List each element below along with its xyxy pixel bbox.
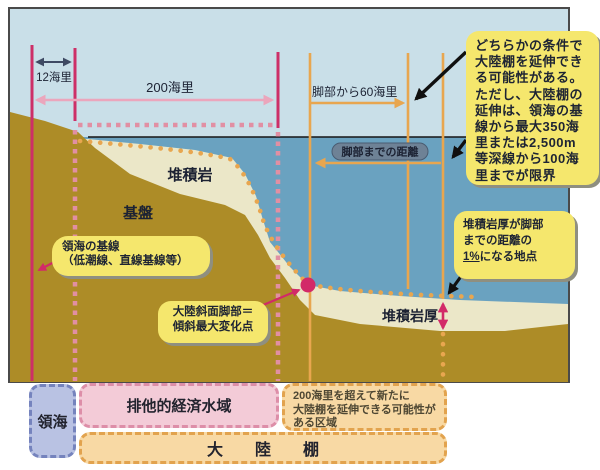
note-line: 領海の基線 — [62, 241, 120, 253]
beyond-200-line: ある区域 — [293, 417, 337, 429]
foot-of-slope-dot — [300, 277, 316, 293]
note-line: までの距離の — [463, 235, 532, 247]
note-line: 等深線から100海 — [475, 151, 580, 167]
beyond-200-line: 大陸棚を延伸できる可能性が — [293, 403, 436, 416]
one-percent-point-note: 堆積岩厚が脚部 までの距離の 1%になる地点 — [454, 211, 575, 279]
beyond-200-line: 200海里を超えて新たに — [293, 390, 410, 402]
eez-box: 排他的経済水域 — [79, 383, 279, 428]
note-line: 1%になる地点 — [463, 249, 575, 265]
note-line: （低潮線、直線基線等） — [62, 255, 189, 267]
bathymetry-dotted-line — [77, 138, 483, 300]
foot-distance-badge — [331, 142, 429, 161]
beyond-200-mile-box: 200海里を超えて新たに 大陸棚を延伸できる可能性が ある区域 — [282, 383, 447, 431]
sixty-mile-label: 脚部から60海里 — [312, 84, 397, 99]
note-line: 延伸は、領海の基 — [475, 102, 584, 118]
eez-label: 排他的経済水域 — [126, 398, 232, 415]
note-line: 里までが限界 — [475, 167, 557, 183]
note-line: ただし、大陸棚の — [475, 86, 584, 102]
twelve-mile-label: 12海里 — [36, 70, 72, 84]
continental-shelf-box: 大 陸 棚 — [79, 432, 447, 464]
territorial-sea-box: 領海 — [29, 384, 76, 458]
note-line: 大陸棚を延伸でき — [475, 54, 584, 70]
continental-shelf-label: 大 陸 棚 — [206, 442, 319, 459]
note-line: 線から最大350海 — [475, 119, 580, 135]
sediment-thickness-label: 堆積岩厚 — [382, 308, 438, 324]
territorial-sea-label: 領海 — [37, 413, 68, 431]
note-line: どちらかの条件で — [475, 38, 584, 53]
sedimentary-rock-label: 堆積岩 — [167, 166, 212, 184]
one-percent-rest: になる地点 — [479, 251, 538, 263]
foot-distance-badge-label: 脚部までの距離 — [342, 145, 419, 159]
big-note-arrow-lower — [451, 138, 468, 159]
big-note-arrow-upper — [414, 50, 468, 101]
two-hundred-mile-label: 200海里 — [146, 80, 194, 95]
one-percent-underlined: 1% — [463, 251, 480, 263]
note-line: る可能性がある。 — [475, 70, 584, 86]
note-line: 里または2,500m — [475, 135, 577, 151]
basement-label: 基盤 — [122, 204, 154, 222]
one-percent-note-arrow — [447, 274, 464, 295]
note-line: 堆積岩厚が脚部 — [463, 219, 544, 231]
basement-layer — [10, 112, 568, 382]
note-line: 傾斜最大変化点 — [172, 321, 254, 333]
extension-conditions-note: どちらかの条件で 大陸棚を延伸でき る可能性がある。 ただし、大陸棚の 延伸は、… — [466, 31, 599, 185]
note-line: 大陸斜面脚部＝ — [172, 306, 254, 318]
territorial-baseline-note: 領海の基線 （低潮線、直線基線等） — [52, 236, 210, 276]
foot-of-slope-note: 大陸斜面脚部＝ 傾斜最大変化点 — [158, 301, 268, 343]
